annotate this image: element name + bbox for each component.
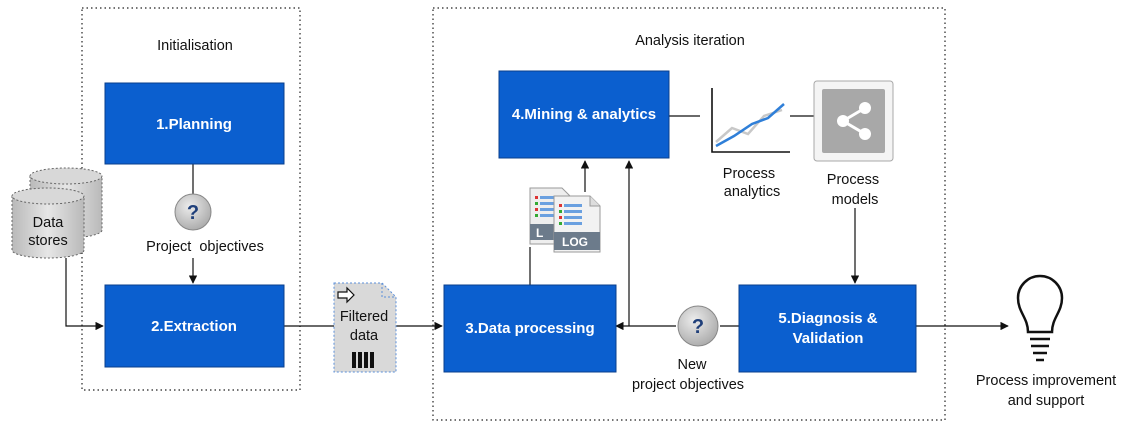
new-objectives-label-1: New — [677, 357, 707, 373]
question-circle-icon: ? — [677, 305, 719, 347]
question-circle-icon: ? — [174, 193, 212, 231]
diagnosis-validation-box — [738, 284, 917, 373]
process-models-label-2: models — [832, 192, 879, 208]
new-objectives-label-2: project objectives — [632, 377, 744, 393]
data-stores-label-1: Data — [33, 215, 65, 231]
arrow-datastores-to-extraction — [65, 258, 104, 331]
extraction-label: 2.Extraction — [151, 318, 237, 335]
svg-text:?: ? — [692, 316, 704, 338]
extraction-box — [104, 284, 285, 368]
improvement-label-1: Process improvement — [976, 373, 1116, 389]
lightbulb-icon — [1016, 274, 1064, 362]
line-chart-icon — [711, 88, 790, 153]
planning-label: 1.Planning — [156, 116, 232, 133]
svg-text:LOG: LOG — [562, 235, 588, 249]
data-processing-label: 3.Data processing — [465, 320, 594, 337]
process-analytics-label-1: Process — [723, 166, 775, 182]
diagnosis-label-1: 5.Diagnosis & — [778, 310, 877, 327]
analysis-iteration-panel — [432, 7, 946, 421]
filtered-data-label-2: data — [350, 328, 379, 344]
improvement-label-2: and support — [1008, 393, 1085, 409]
planning-box — [104, 82, 285, 165]
mining-analytics-label: 4.Mining & analytics — [512, 106, 656, 123]
data-stores-label-2: stores — [28, 233, 68, 249]
database-stack-icon — [11, 167, 103, 259]
svg-text:L: L — [536, 226, 543, 240]
diagnosis-label-2: Validation — [793, 330, 864, 347]
mining-analytics-box — [498, 70, 670, 159]
data-processing-box — [443, 284, 617, 373]
project-objectives-label: Project objectives — [146, 239, 264, 255]
log-file-icon: L LOG — [529, 187, 601, 253]
process-models-label-1: Process — [827, 172, 879, 188]
initialisation-title: Initialisation — [157, 38, 233, 54]
analysis-iteration-title: Analysis iteration — [635, 33, 745, 49]
share-graph-icon — [813, 80, 894, 162]
process-analytics-label-2: analytics — [724, 184, 780, 200]
filtered-data-label-1: Filtered — [340, 309, 388, 325]
svg-text:?: ? — [187, 202, 199, 224]
filtered-document-icon — [333, 282, 397, 373]
